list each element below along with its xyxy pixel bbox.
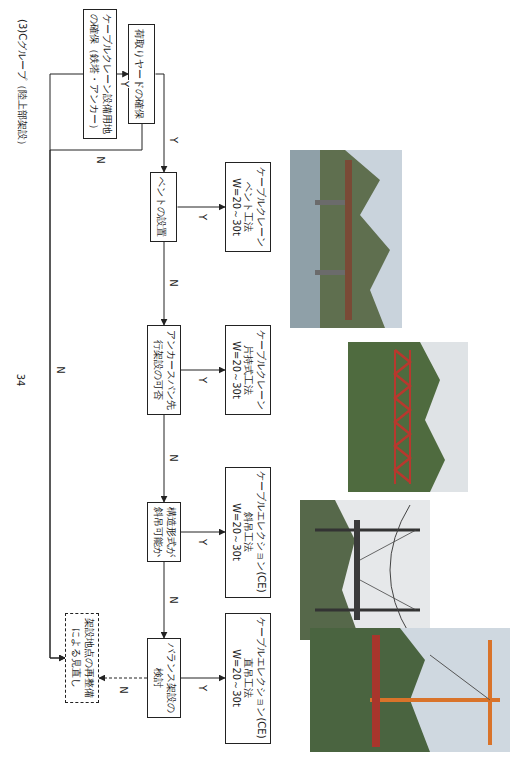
flow-connector: [50, 74, 83, 658]
node-text-group: ケーブルエレクション(CE) 直吊工法 W=20～30t: [229, 617, 267, 738]
branch-label: N: [94, 155, 106, 164]
site-photo: [300, 500, 430, 640]
photo-river: [290, 150, 320, 328]
method-box: ケーブルエレクション(CE) 直吊工法 W=20～30t: [225, 613, 271, 744]
page-number: 34: [14, 373, 26, 388]
photo-girder: [345, 160, 352, 320]
branch-label: N: [167, 453, 179, 462]
node-text: 荷取りヤードの確保: [133, 29, 146, 119]
photo-sky: [310, 628, 510, 752]
method-box: ケーブルエレクション(CE) 斜吊工法 W=20～30t: [225, 467, 271, 598]
node-text-group: ベントの設置: [155, 177, 174, 237]
process-box: 荷取りヤードの確保: [129, 24, 156, 124]
site-photo: [348, 342, 468, 492]
branch-label: N: [167, 595, 179, 604]
start-box: ケーブルクレーン設備用地 の確保（鉄塔・アンカー）: [83, 9, 117, 139]
photo-pier: [315, 200, 345, 205]
flow-connector: [117, 74, 129, 75]
photo-truss: [395, 350, 410, 482]
photo-girder: [354, 520, 360, 620]
node-text: ケーブルクレーン 片持式工法 W=20～30t: [230, 330, 268, 410]
node-text-group: ケーブルクレーン ベント工法 W=20～30t: [229, 167, 267, 247]
flow-connector: [99, 678, 147, 679]
node-text: アンカースパン先 行架設の可否: [152, 330, 177, 410]
decision-box: ベントの設置: [151, 172, 178, 242]
photo-truss: [409, 350, 411, 484]
photo-sky: [290, 150, 402, 328]
node-text: ケーブルエレクション(CE) 斜吊工法 W=20～30t: [230, 471, 268, 592]
photo-girder: [372, 635, 380, 747]
photo-pier: [315, 270, 345, 275]
node-text-group: 架設地点の再整備 による見直し: [69, 618, 95, 698]
node-text-group: ケーブルクレーン設備用地 の確保（鉄塔・アンカー）: [87, 14, 113, 134]
flow-connector: [156, 74, 165, 172]
photo-mountain: [348, 342, 445, 492]
node-text-group: ケーブルエレクション(CE) 斜吊工法 W=20～30t: [229, 471, 267, 592]
node-text: ケーブルクレーン設備用地 の確保（鉄塔・アンカー）: [88, 14, 113, 134]
photo-sky: [300, 500, 430, 640]
photo-cable: [430, 655, 490, 700]
node-text-group: 構造形式が 斜吊可能か: [151, 507, 177, 557]
photo-cable: [390, 505, 410, 635]
branch-label: N: [167, 278, 179, 287]
branch-label: Y: [196, 376, 208, 384]
photo-mountain: [300, 500, 360, 640]
flow-connector: [178, 207, 226, 208]
photo-cable: [360, 580, 416, 610]
site-photo: [310, 628, 510, 752]
photo-cable: [360, 530, 416, 560]
branch-label: Y: [196, 684, 208, 692]
flow-connector: [181, 678, 225, 679]
node-text: ベントの設置: [155, 177, 168, 237]
photo-sky: [348, 342, 468, 492]
node-text: 架設地点の再整備 による見直し: [70, 618, 95, 698]
flow-connector: [181, 370, 225, 371]
node-text: ケーブルエレクション(CE) 直吊工法 W=20～30t: [230, 617, 268, 738]
photo-crane: [370, 698, 500, 702]
method-box: ケーブルクレーン ベント工法 W=20～30t: [225, 162, 271, 252]
node-text-group: バランス架設の 検討: [151, 643, 177, 713]
branch-label: Y: [196, 538, 208, 546]
review-box: 架設地点の再整備 による見直し: [65, 613, 99, 703]
photo-crane: [488, 640, 492, 745]
decision-box: アンカースパン先 行架設の可否: [147, 325, 181, 415]
node-text: 構造形式が 斜吊可能か: [152, 507, 177, 557]
node-text-group: ケーブルクレーン 片持式工法 W=20～30t: [229, 330, 267, 410]
node-text-group: 荷取りヤードの確保: [133, 29, 152, 119]
flow-connector: [164, 242, 165, 325]
flow-connector: [164, 415, 165, 502]
photo-mountain: [290, 150, 390, 328]
photo-trees: [310, 628, 430, 752]
node-text: ケーブルクレーン ベント工法 W=20～30t: [230, 167, 268, 247]
node-text-group: アンカースパン先 行架設の可否: [151, 330, 177, 410]
branch-label: Y: [196, 213, 208, 221]
figure-title: (3)Cグループ（陸上部架設）: [16, 18, 28, 151]
flow-connector: [181, 532, 225, 533]
branch-label: N: [54, 365, 66, 374]
branch-label: N: [117, 685, 129, 694]
photo-tower: [315, 609, 420, 612]
site-photo: [290, 150, 402, 328]
method-box: ケーブルクレーン 片持式工法 W=20～30t: [225, 325, 271, 415]
decision-box: バランス架設の 検討: [147, 638, 181, 718]
branch-label: Y: [167, 136, 179, 144]
branch-label: Y: [118, 80, 130, 88]
node-text: バランス架設の 検討: [152, 643, 177, 713]
photo-tower: [315, 529, 420, 532]
flow-connector: [50, 124, 142, 658]
decision-box: 構造形式が 斜吊可能か: [147, 502, 181, 562]
flow-connector: [164, 562, 165, 638]
photo-truss: [394, 350, 396, 484]
